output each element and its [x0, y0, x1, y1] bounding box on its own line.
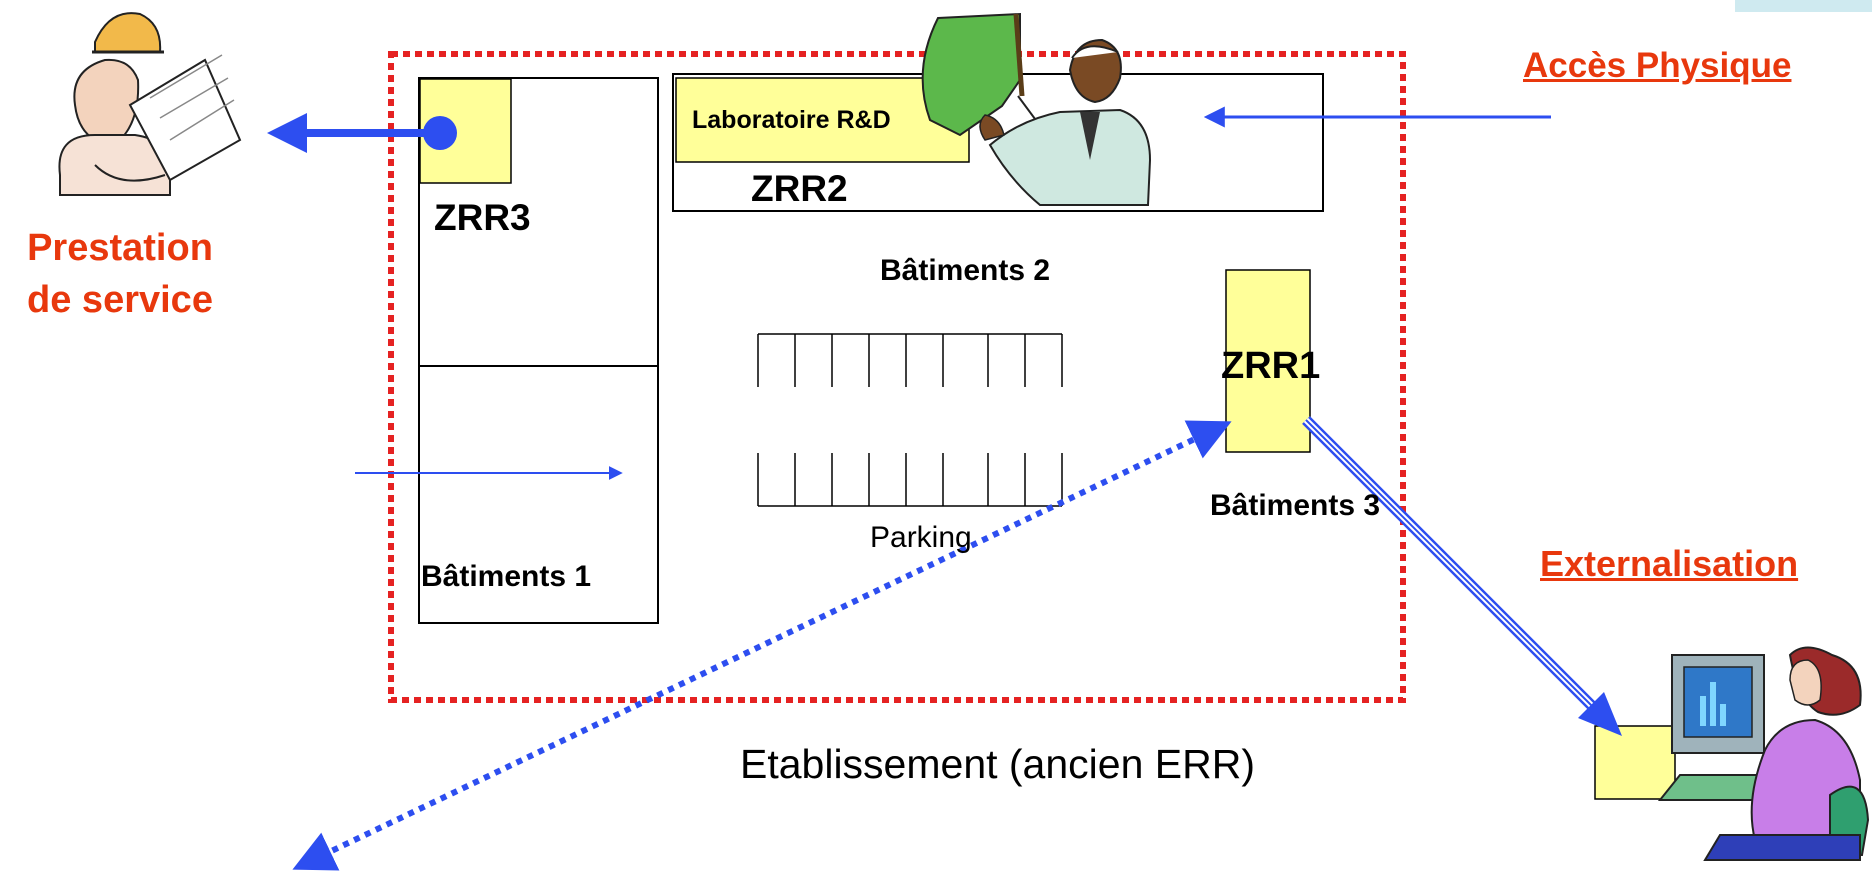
presenter-with-board-icon	[921, 12, 1152, 206]
batiments2-label: Bâtiments 2	[880, 254, 1051, 287]
batiments1-label: Bâtiments 1	[421, 560, 592, 593]
externalisation-link[interactable]: Externalisation	[1540, 543, 1799, 584]
parking-label: Parking	[870, 521, 972, 554]
etablissement-label: Etablissement (ancien ERR)	[740, 741, 1255, 787]
laboratoire-zone	[675, 77, 970, 163]
arrow-externalisation	[1302, 416, 1622, 736]
acces-physique-link[interactable]: Accès Physique	[1523, 46, 1792, 85]
parking-stalls	[757, 333, 1063, 507]
externalisation-zone	[1594, 725, 1676, 800]
batiments3-label: Bâtiments 3	[1210, 489, 1381, 522]
zrr1-label: ZRR1	[1221, 345, 1321, 387]
arrow-remote-access	[292, 420, 1232, 871]
zrr1-zone	[1225, 269, 1311, 453]
woman-at-computer-icon	[1657, 646, 1870, 861]
zrr3-label: ZRR3	[434, 197, 531, 238]
prestation-label: Prestation de service	[27, 227, 213, 321]
arrow-prestation-origin	[423, 116, 457, 150]
corner-tab	[1735, 0, 1872, 12]
laboratoire-label: Laboratoire R&D	[692, 106, 891, 134]
zrr2-label: ZRR2	[751, 168, 848, 209]
engineer-with-plans-icon	[58, 12, 242, 196]
